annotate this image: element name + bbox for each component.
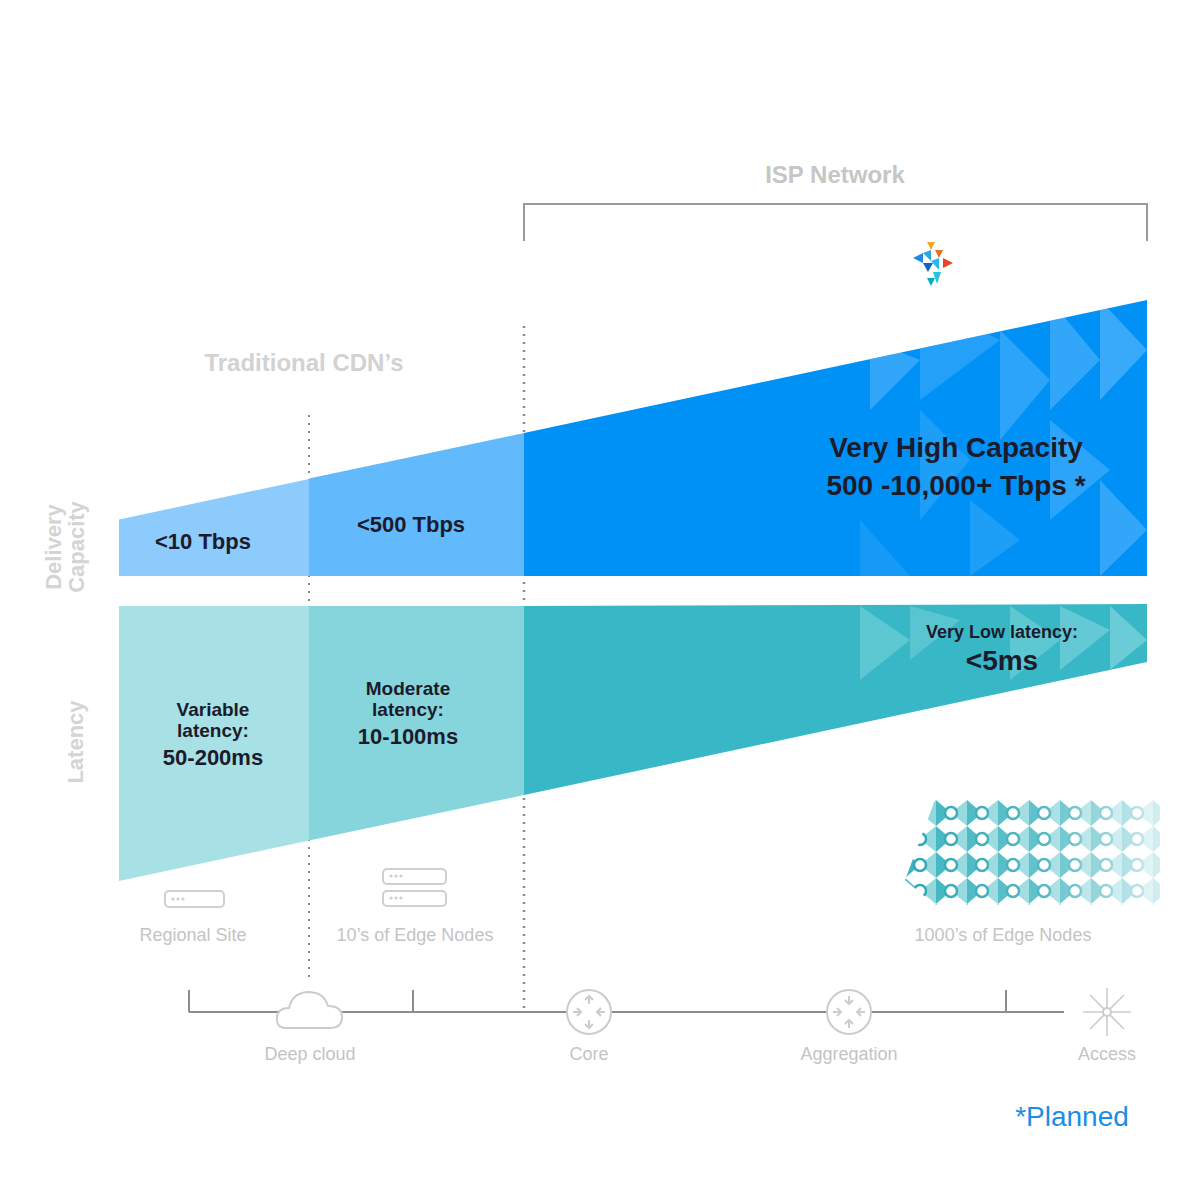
axis-label: Aggregation [769, 1045, 929, 1064]
band-shape [309, 433, 524, 576]
axis-label: ISP Network [685, 162, 985, 187]
band-heading: Very High Capacity [746, 432, 1166, 463]
band-segment: <500 Tbps [309, 433, 524, 576]
band-heading: Variable latency: [157, 699, 269, 742]
axis-label: Delivery Capacity [42, 487, 88, 607]
band-fill [524, 604, 1147, 795]
axis-label: Deep cloud [230, 1045, 390, 1064]
band-heading: Very Low latency: [872, 622, 1132, 642]
axis-label: *Planned [972, 1102, 1172, 1131]
band-fill [119, 606, 309, 881]
band-fill [119, 479, 309, 577]
axis-label: 1000’s of Edge Nodes [883, 926, 1123, 945]
band-value: 50-200ms [123, 746, 303, 771]
band-heading: <10 Tbps [103, 530, 303, 555]
axis-label: Regional Site [93, 926, 293, 945]
axis-label: 10’s of Edge Nodes [305, 926, 525, 945]
band-heading: <500 Tbps [311, 513, 511, 538]
axis-label: Latency [64, 672, 87, 812]
band-segment: Moderate latency: 10-100ms [309, 606, 524, 841]
band-shape [119, 479, 309, 577]
band-heading: Moderate latency: [352, 678, 464, 721]
band-value: 10-100ms [318, 725, 498, 750]
band-fill [309, 606, 524, 841]
band-fill [309, 433, 524, 576]
band-segment: Very High Capacity500 -10,000+ Tbps * [524, 300, 1147, 576]
axis-label: Access [1047, 1045, 1167, 1064]
band-segment: Variable latency: 50-200ms [119, 606, 309, 881]
band-shape [119, 606, 309, 881]
band-value: <5ms [902, 645, 1102, 676]
band-segment: <10 Tbps [119, 479, 309, 577]
axis-label: Core [529, 1045, 649, 1064]
band-value: 500 -10,000+ Tbps * [746, 470, 1166, 501]
axis-label: Traditional CDN’s [144, 350, 464, 375]
band-segment: Very Low latency: <5ms [524, 604, 1147, 795]
band-shape [309, 606, 524, 841]
